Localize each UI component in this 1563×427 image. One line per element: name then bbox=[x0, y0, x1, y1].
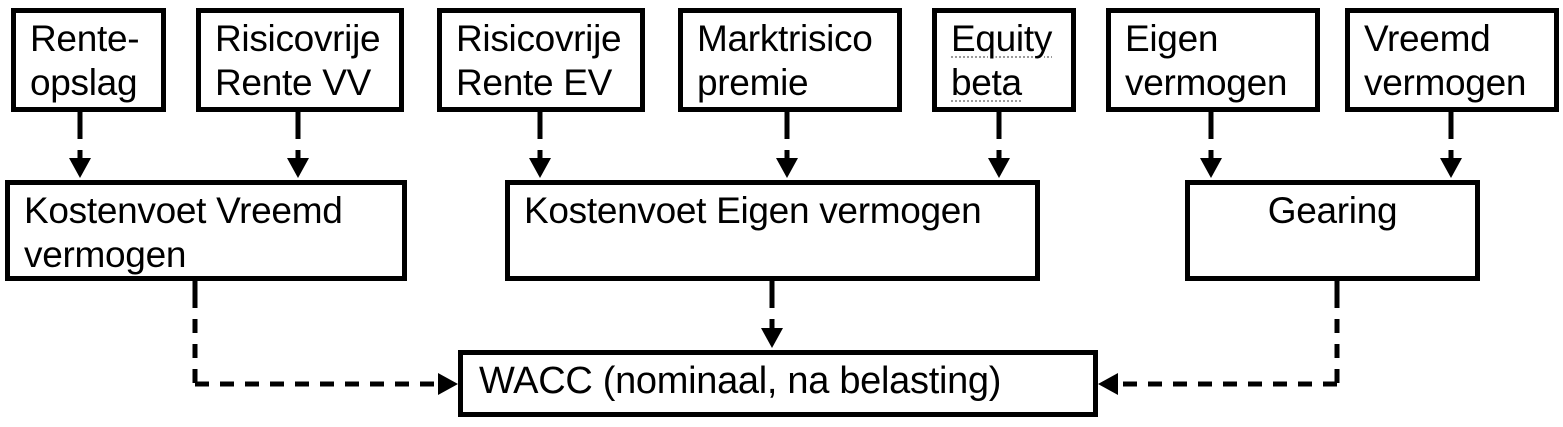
node-label-eigen-vermogen: Eigen vermogen bbox=[1125, 18, 1288, 103]
node-label-risicovrije-rente-vv: Risicovrije Rente VV bbox=[215, 18, 381, 103]
node-label-vreemd-vermogen: Vreemd vermogen bbox=[1364, 18, 1527, 103]
node-wacc[interactable]: WACC (nominaal, na belasting) bbox=[458, 350, 1098, 417]
node-risicovrije-rente-vv[interactable]: Risicovrije Rente VV bbox=[196, 8, 404, 112]
node-label-wacc: WACC (nominaal, na belasting) bbox=[479, 360, 1002, 402]
node-label-gearing: Gearing bbox=[1267, 190, 1398, 231]
node-rente-opslag[interactable]: Rente- opslag bbox=[11, 8, 166, 112]
arrowhead-vreemd-vermogen-to-gearing bbox=[1440, 158, 1462, 178]
arrowhead-kostenvoet-vv-to-wacc bbox=[438, 373, 458, 395]
arrowhead-risicovrije-rente-ev-to-kostenvoet-ev bbox=[529, 158, 551, 178]
node-label-kostenvoet-eigen-vermogen: Kostenvoet Eigen vermogen bbox=[524, 190, 982, 231]
node-equity-beta[interactable]: Equity beta bbox=[932, 8, 1076, 112]
connectors-group bbox=[69, 112, 1462, 395]
arrowhead-equity-beta-to-kostenvoet-ev bbox=[988, 158, 1010, 178]
node-label-marktrisicopremie: Marktrisico premie bbox=[697, 18, 873, 103]
arrowhead-marktrisicopremie-to-kostenvoet-ev bbox=[776, 158, 798, 178]
node-label-risicovrije-rente-ev: Risicovrije Rente EV bbox=[456, 18, 622, 103]
node-label-kostenvoet-vreemd-vermogen: Kostenvoet Vreemd vermogen bbox=[24, 190, 343, 275]
node-label-equity-beta: Equity beta bbox=[951, 18, 1053, 103]
node-gearing[interactable]: Gearing bbox=[1185, 180, 1480, 281]
node-kostenvoet-eigen-vermogen[interactable]: Kostenvoet Eigen vermogen bbox=[505, 180, 1040, 281]
node-label-rente-opslag: Rente- opslag bbox=[30, 18, 140, 103]
node-marktrisicopremie[interactable]: Marktrisico premie bbox=[678, 8, 902, 112]
arrowhead-rente-opslag-to-kostenvoet-vv bbox=[69, 158, 91, 178]
arrowhead-kostenvoet-ev-to-wacc bbox=[761, 328, 783, 348]
node-vreemd-vermogen[interactable]: Vreemd vermogen bbox=[1345, 8, 1559, 112]
arrowhead-gearing-to-wacc bbox=[1098, 373, 1118, 395]
node-risicovrije-rente-ev[interactable]: Risicovrije Rente EV bbox=[437, 8, 645, 112]
arrowhead-risicovrije-rente-vv-to-kostenvoet-vv bbox=[287, 158, 309, 178]
node-eigen-vermogen[interactable]: Eigen vermogen bbox=[1106, 8, 1320, 112]
node-kostenvoet-vreemd-vermogen[interactable]: Kostenvoet Vreemd vermogen bbox=[5, 180, 407, 281]
arrowhead-eigen-vermogen-to-gearing bbox=[1200, 158, 1222, 178]
